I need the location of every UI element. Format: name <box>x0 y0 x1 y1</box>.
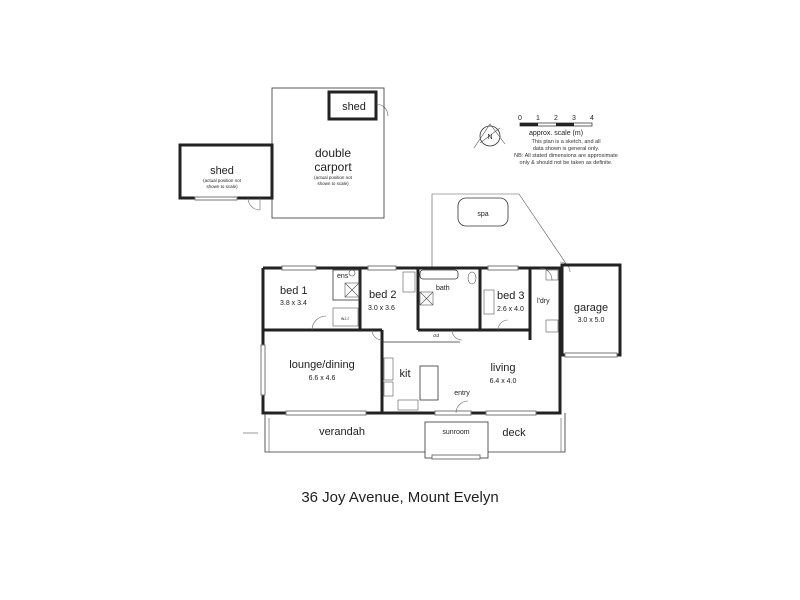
sunroom-label: sunroom <box>442 429 469 436</box>
shed-left: shed (actual position not shown to scale… <box>178 143 274 211</box>
lounge-label: lounge/dining <box>289 359 354 371</box>
garage-dim: 3.0 x 5.0 <box>578 317 605 324</box>
bed1-label: bed 1 <box>280 285 308 297</box>
bed2-label: bed 2 <box>369 289 397 301</box>
garage-label: garage <box>574 302 608 314</box>
scale-note-4: only & should not be taken as definite. <box>520 160 613 166</box>
living-label: living <box>490 362 515 374</box>
scale-note-2: data shown is general only. <box>533 146 600 152</box>
verandah-label: verandah <box>319 426 365 438</box>
scale-note-1: This plan is a sketch, and all <box>531 139 600 145</box>
carport-note-2: shown to scale) <box>317 181 349 186</box>
deck-label: deck <box>502 427 526 439</box>
carport-label-1: double <box>315 146 351 160</box>
scale-caption: approx. scale (m) <box>529 130 583 137</box>
bed2-dim: 3.0 x 3.6 <box>368 305 395 312</box>
scale-bar: 0 1 2 3 4 approx. scale (m) This plan is… <box>514 115 618 166</box>
kit-label: kit <box>400 368 411 380</box>
carport-label-2: carport <box>314 160 352 174</box>
ens-label: ens <box>337 273 349 280</box>
north-icon: N <box>487 134 492 141</box>
property-address: 36 Joy Avenue, Mount Evelyn <box>301 489 499 506</box>
shed-top-label: shed <box>342 101 366 113</box>
lounge-dim: 6.6 x 4.6 <box>309 375 336 382</box>
north-compass: N <box>473 123 506 149</box>
spa-label: spa <box>477 211 488 218</box>
carport-note-1: (actual position not <box>314 175 353 180</box>
wir-label: w.i.r <box>341 316 350 321</box>
bed3-label: bed 3 <box>497 290 525 302</box>
scale-note-3: NB: All stated dimensions are approximat… <box>514 153 618 159</box>
house <box>260 261 571 416</box>
bed1-dim: 3.8 x 3.4 <box>280 300 307 307</box>
ldry-label: l'dry <box>537 298 550 305</box>
bath-label: bath <box>436 285 450 292</box>
double-carport: double carport (actual position not show… <box>271 87 385 219</box>
entry-label: entry <box>454 390 470 397</box>
scale-tick-1: 1 <box>536 115 540 122</box>
shed-left-label: shed <box>210 165 234 177</box>
scale-tick-2: 2 <box>554 115 558 122</box>
garage: garage 3.0 x 5.0 <box>560 263 622 358</box>
shed-top: shed <box>327 90 389 121</box>
scale-tick-3: 3 <box>572 115 576 122</box>
room-labels: bed 1 3.8 x 3.4 ens w.i.r bed 2 3.0 x 3.… <box>280 273 550 397</box>
ctd-label: ctd <box>433 333 440 338</box>
verandah-deck: sunroom verandah deck <box>243 413 566 460</box>
bed3-dim: 2.6 x 4.0 <box>497 306 524 313</box>
shed-left-note-2: shown to scale) <box>206 184 238 189</box>
spa-area: spa <box>431 193 568 268</box>
living-dim: 6.4 x 4.0 <box>490 378 517 385</box>
scale-tick-4: 4 <box>590 115 594 122</box>
shed-left-note-1: (actual position not <box>203 178 242 183</box>
scale-tick-0: 0 <box>518 115 522 122</box>
